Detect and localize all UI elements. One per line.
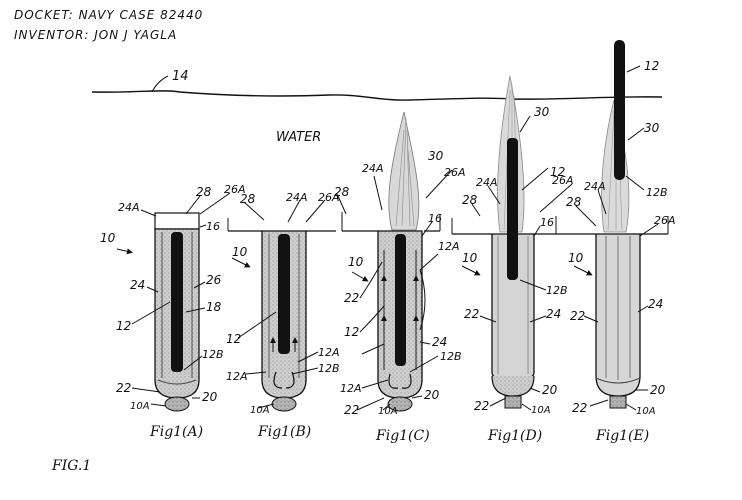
fig-a-ref-24: 24 bbox=[130, 278, 145, 292]
fig-d-caption: Fig1(D) bbox=[488, 428, 543, 444]
fig-b-ref-12A-right: 12A bbox=[318, 346, 340, 359]
fig-d-ref-26A: 26A bbox=[552, 174, 574, 187]
fig-c-ref-28: 28 bbox=[334, 185, 350, 199]
fig-d-ref-22-mid: 22 bbox=[464, 307, 479, 321]
fig-d-ref-16: 16 bbox=[540, 216, 554, 229]
fig-c-ref-12: 12 bbox=[344, 325, 359, 339]
fig-d-ref-12: 12 bbox=[550, 165, 565, 179]
fig-b-base bbox=[271, 396, 297, 412]
fig-e-missile bbox=[614, 40, 625, 180]
fig-b-ref-12A-left: 12A bbox=[226, 370, 248, 383]
fig-c-ref-22: 22 bbox=[344, 403, 359, 417]
fig-b-ref-12B: 12B bbox=[318, 362, 340, 375]
fig-c-ref-30: 30 bbox=[428, 149, 444, 163]
fig-a-ref-16: 16 bbox=[206, 220, 220, 233]
figure-d: 30 24A 12 26A 28 16 10 12B 22 24 20 22 1… bbox=[451, 75, 574, 416]
fig-e-ref-10: 10 bbox=[568, 251, 584, 265]
fig-c-missile bbox=[395, 234, 406, 366]
fig-c-ref-24A: 24A bbox=[362, 162, 384, 175]
fig-c-ref-10: 10 bbox=[348, 255, 364, 269]
fig-d-ref-12B: 12B bbox=[546, 284, 568, 297]
fig-c-ref-24: 24 bbox=[432, 335, 447, 349]
fig-a-ref-26: 26 bbox=[206, 273, 222, 287]
fig-a-base bbox=[164, 396, 190, 412]
fig-c-ref-10A: 10A bbox=[378, 406, 398, 417]
fig-a-missile bbox=[171, 232, 183, 372]
fig-b-missile bbox=[278, 234, 290, 354]
fig-d-ref-10A: 10A bbox=[531, 405, 551, 416]
fig-b-ref-10A: 10A bbox=[250, 405, 270, 416]
inventor-line: INVENTOR: JON J YAGLA bbox=[14, 28, 178, 42]
fig-b-ref-12: 12 bbox=[226, 332, 241, 346]
fig-d-missile bbox=[507, 138, 518, 280]
fig-b-ref-10: 10 bbox=[232, 245, 248, 259]
fig-a-cap bbox=[154, 212, 200, 230]
fig-a-caption: Fig1(A) bbox=[150, 424, 204, 440]
fig-e-ref-22: 22 bbox=[572, 401, 587, 415]
fig-c-ref-16: 16 bbox=[428, 212, 442, 225]
fig-c-ref-26A: 26A bbox=[444, 166, 466, 179]
fig-a-ref-24A: 24A bbox=[118, 201, 140, 214]
fig-b-ref-28: 28 bbox=[240, 192, 256, 206]
fig-d-ref-24: 24 bbox=[546, 307, 561, 321]
surface-leader bbox=[151, 75, 169, 93]
fig-a-ref-12: 12 bbox=[116, 319, 131, 333]
fig-b-ref-26A: 26A bbox=[318, 191, 340, 204]
fig-c-ref-12A-left: 12A bbox=[340, 382, 362, 395]
fig-c-ref-12A-right: 12A bbox=[438, 240, 460, 253]
fig-a-ref-28: 28 bbox=[196, 185, 212, 199]
fig-e-base bbox=[609, 395, 627, 409]
fig-e-ref-12B: 12B bbox=[646, 186, 668, 199]
fig-b-caption: Fig1(B) bbox=[258, 424, 312, 440]
fig-a-ref-20: 20 bbox=[202, 390, 218, 404]
figure-number-label: FIG.1 bbox=[52, 458, 92, 474]
fig-d-ref-28: 28 bbox=[462, 193, 478, 207]
fig-e-ref-22-mid: 22 bbox=[570, 309, 585, 323]
fig-e-ref-24A: 24A bbox=[584, 180, 606, 193]
fig-d-ref-24A: 24A bbox=[476, 176, 498, 189]
fig-e-ref-30: 30 bbox=[644, 121, 660, 135]
fig-a-ref-12B: 12B bbox=[202, 348, 224, 361]
fig-d-base bbox=[504, 395, 522, 409]
water-surface-line bbox=[91, 90, 663, 101]
fig-e-ref-24: 24 bbox=[648, 297, 663, 311]
figure-e: 12 30 12B 24A 28 26A 10 22 24 20 22 10A bbox=[556, 40, 676, 417]
docket-line: DOCKET: NAVY CASE 82440 bbox=[14, 8, 204, 22]
fig-c-ref-12B: 12B bbox=[440, 350, 462, 363]
fig-a-ref-26A: 26A bbox=[224, 183, 246, 196]
surface-ref-label: 14 bbox=[172, 69, 189, 84]
fig-a-ref-18: 18 bbox=[206, 300, 222, 314]
fig-d-ref-30: 30 bbox=[534, 105, 550, 119]
figure-c: 24A 30 26A 28 16 12A 10 22 12 24 12B 12A… bbox=[334, 111, 466, 417]
fig-c-ref-20: 20 bbox=[424, 388, 440, 402]
fig-e-ref-26A: 26A bbox=[654, 214, 676, 227]
fig-b-ref-24A: 24A bbox=[286, 191, 308, 204]
figure-b: 10 28 24A 26A 12 12A 12B 12A 10A bbox=[226, 191, 340, 416]
fig-a-ref-22: 22 bbox=[116, 381, 131, 395]
fig-d-ref-10: 10 bbox=[462, 251, 478, 265]
fig-c-caption: Fig1(C) bbox=[376, 428, 430, 444]
fig-e-ref-20: 20 bbox=[650, 383, 666, 397]
fig-e-ref-12: 12 bbox=[644, 59, 659, 73]
fig-e-caption: Fig1(E) bbox=[596, 428, 650, 444]
fig-d-ref-20: 20 bbox=[542, 383, 558, 397]
fig-e-ref-28: 28 bbox=[566, 195, 582, 209]
fig-c-base bbox=[387, 396, 413, 412]
fig-a-ref-10: 10 bbox=[100, 231, 116, 245]
fig-d-ref-22: 22 bbox=[474, 399, 489, 413]
water-label: WATER bbox=[276, 130, 321, 145]
figure-a: 10 24A 28 26A 16 24 26 18 12 12B 22 20 1… bbox=[100, 183, 246, 412]
fig-a-ref-10A: 10A bbox=[130, 401, 150, 412]
fig-e-ref-10A: 10A bbox=[636, 406, 656, 417]
fig-c-ref-22-mid: 22 bbox=[344, 291, 359, 305]
